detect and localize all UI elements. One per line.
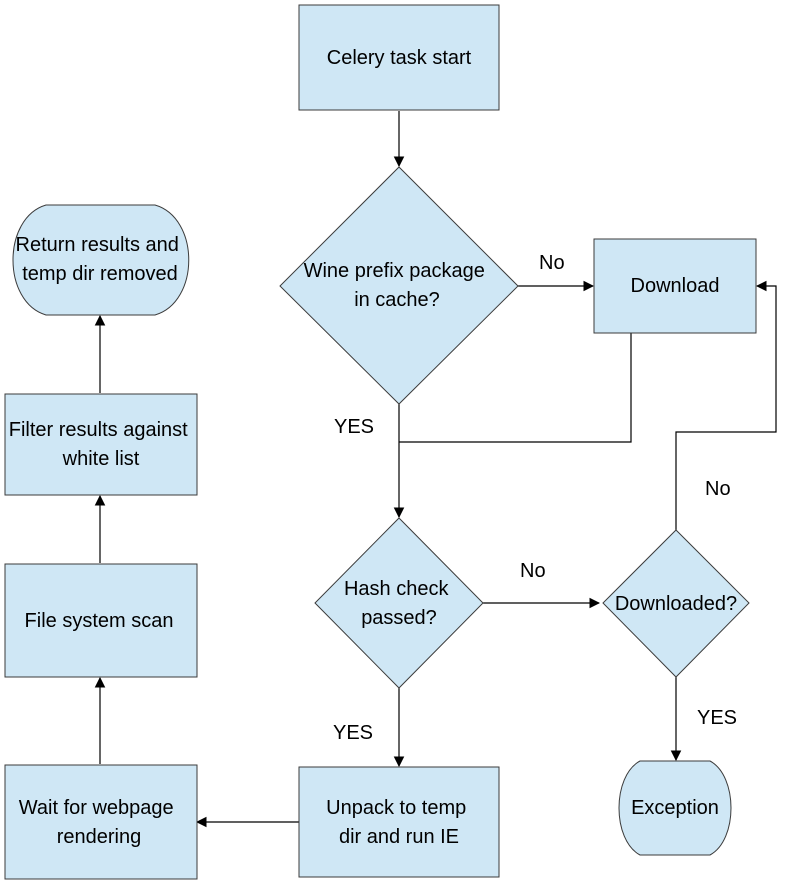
edge-label-downloaded-yes: YES bbox=[697, 707, 737, 729]
node-label: Exception bbox=[631, 797, 719, 819]
svg-text:Download: Download bbox=[631, 275, 720, 297]
svg-text:Wait for webpage renderi: Wait for webpage rendering bbox=[19, 797, 179, 848]
node-filter-whitelist: Filter results against white list bbox=[4, 393, 198, 496]
edges bbox=[94, 111, 777, 828]
node-label-line-1: Return results and bbox=[16, 234, 179, 256]
node-wine-cache-decision: Wine prefix package in cache? bbox=[279, 166, 519, 405]
svg-text:Return results and temp: Return results and temp dir removed bbox=[16, 234, 185, 285]
edge-label-wine-yes: YES bbox=[334, 416, 374, 438]
node-label: Downloaded? bbox=[615, 593, 737, 615]
svg-text:Unpack to temp dir and r: Unpack to temp dir and run IE bbox=[326, 797, 472, 848]
svg-text:Celery task start: Celery task start bbox=[327, 47, 472, 69]
edge-label-hash-yes: YES bbox=[333, 722, 373, 744]
edge-label-wine-no: No bbox=[539, 252, 565, 274]
node-label-line-2: in cache? bbox=[354, 289, 440, 311]
node-label-line-2: rendering bbox=[57, 826, 142, 848]
node-label: Celery task start bbox=[327, 47, 472, 69]
svg-text:Wine prefix package in c: Wine prefix package in cache? bbox=[304, 260, 491, 311]
node-label-line-1: Filter results against bbox=[9, 419, 188, 441]
node-label-line-1: Wait for webpage bbox=[19, 797, 174, 819]
edge-labels: No YES No YES No YES bbox=[333, 252, 737, 744]
node-label-line-2: white list bbox=[62, 448, 140, 470]
node-unpack: Unpack to temp dir and run IE bbox=[298, 766, 500, 878]
node-wait-render: Wait for webpage rendering bbox=[4, 764, 198, 880]
node-celery-start: Celery task start bbox=[298, 4, 500, 111]
svg-text:Filter results against w: Filter results against white list bbox=[9, 419, 194, 470]
node-label-line-1: Hash check bbox=[344, 578, 449, 600]
edge-download-return bbox=[399, 333, 632, 443]
svg-text:File system scan: File system scan bbox=[25, 610, 174, 632]
node-label-line-2: dir and run IE bbox=[339, 826, 459, 848]
node-label-line-1: Unpack to temp bbox=[326, 797, 466, 819]
node-exception: Exception bbox=[618, 760, 732, 856]
node-label-line-2: temp dir removed bbox=[22, 263, 178, 285]
node-label-line-1: Wine prefix package bbox=[304, 260, 485, 282]
node-return-results: Return results and temp dir removed bbox=[12, 204, 190, 316]
svg-text:Exception: Exception bbox=[631, 797, 719, 819]
svg-text:Downloaded?: Downloaded? bbox=[615, 593, 737, 615]
edge-label-hash-no: No bbox=[520, 560, 546, 582]
node-label: File system scan bbox=[25, 610, 174, 632]
node-hash-check-decision: Hash check passed? bbox=[314, 517, 484, 689]
edge-downloaded-no-to-download bbox=[675, 280, 777, 530]
svg-text:Hash check passed?: Hash check passed? bbox=[344, 578, 454, 629]
node-downloaded-decision: Downloaded? bbox=[602, 529, 750, 678]
node-download: Download bbox=[593, 238, 757, 334]
node-fs-scan: File system scan bbox=[4, 563, 198, 678]
node-label: Download bbox=[631, 275, 720, 297]
edge-label-downloaded-no: No bbox=[705, 478, 731, 500]
node-label-line-2: passed? bbox=[361, 607, 437, 629]
